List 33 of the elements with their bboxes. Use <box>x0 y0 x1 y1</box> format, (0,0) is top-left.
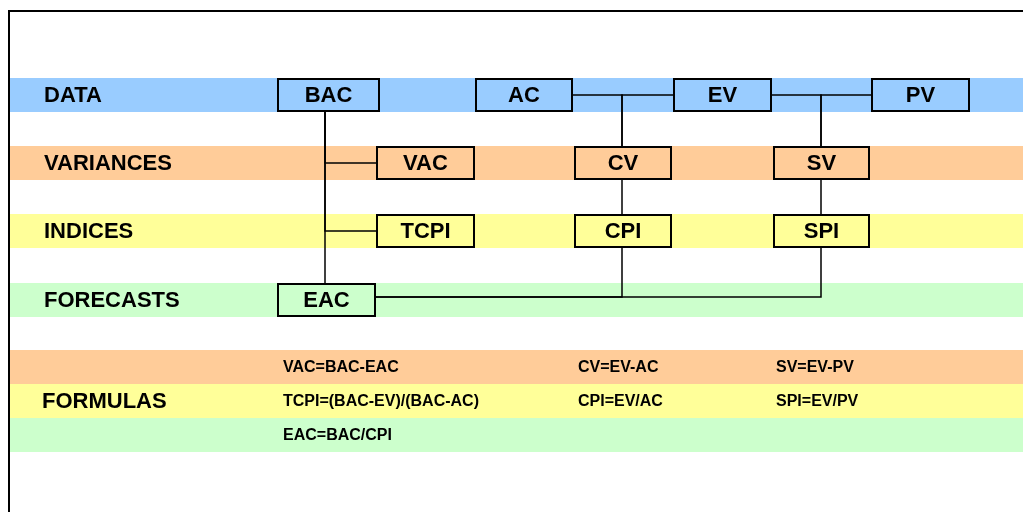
formula-text: SPI=EV/PV <box>776 391 859 411</box>
connector-line <box>820 94 872 147</box>
formula-text: VAC=BAC-EAC <box>283 357 399 377</box>
metric-box: CPI <box>574 214 672 248</box>
metric-box: SV <box>773 146 870 180</box>
connector-line <box>621 179 623 215</box>
row-heading: FORECASTS <box>44 286 180 314</box>
metric-box: VAC <box>376 146 475 180</box>
connector-line <box>621 94 674 147</box>
metric-box: SPI <box>773 214 870 248</box>
metric-box: BAC <box>277 78 380 112</box>
row-band <box>10 283 1023 317</box>
metric-box: CV <box>574 146 672 180</box>
connector-line <box>820 179 822 215</box>
metric-box: EV <box>673 78 772 112</box>
row-heading: FORMULAS <box>42 387 167 415</box>
row-heading: DATA <box>44 81 102 109</box>
row-heading: INDICES <box>44 217 134 245</box>
row-band <box>10 214 1023 248</box>
row-band <box>10 146 1023 180</box>
formula-text: CV=EV-AC <box>578 357 659 377</box>
connector-line <box>324 111 326 284</box>
formula-text: CPI=EV/AC <box>578 391 663 411</box>
row-heading: VARIANCES <box>44 149 172 177</box>
formula-text: SV=EV-PV <box>776 357 854 377</box>
metric-box: EAC <box>277 283 376 317</box>
connector-line <box>375 247 822 298</box>
metric-box: PV <box>871 78 970 112</box>
formula-text: TCPI=(BAC-EV)/(BAC-AC) <box>283 391 479 411</box>
metric-box: AC <box>475 78 573 112</box>
row-band <box>10 78 1023 112</box>
metric-box: TCPI <box>376 214 475 248</box>
formula-text: EAC=BAC/CPI <box>283 425 392 445</box>
